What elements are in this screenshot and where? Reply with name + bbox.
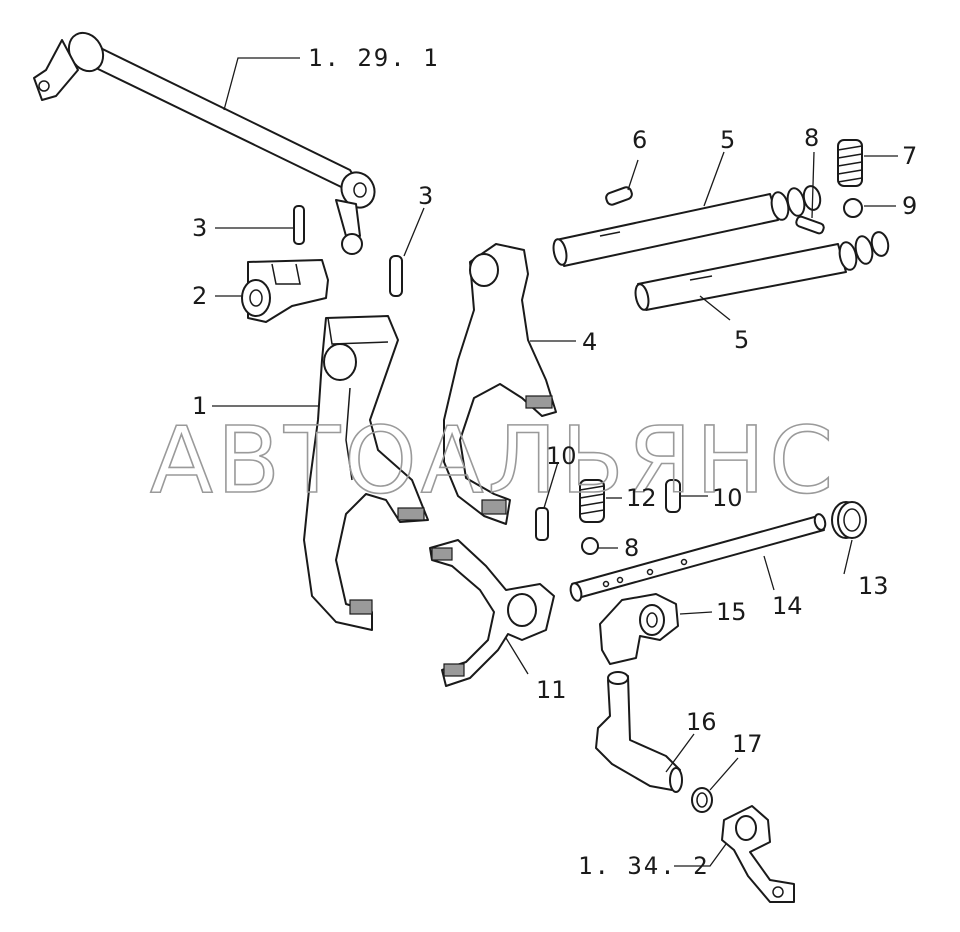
- callout-8b: 8: [624, 534, 639, 562]
- block-part-2: [241, 259, 329, 323]
- callout-3a: 3: [192, 214, 207, 242]
- callout-4: 4: [582, 328, 597, 356]
- watermark-text: АВТОАЛЬЯНС: [150, 407, 837, 514]
- callout-ref-bottom: 1. 34. 2: [578, 852, 710, 880]
- leader-lines: [212, 57, 898, 867]
- shaft-part-14: [569, 513, 827, 602]
- callout-ref-top: 1. 29. 1: [308, 44, 440, 72]
- callout-2: 2: [192, 282, 207, 310]
- selector-part-15: [599, 593, 679, 665]
- callout-10b: 10: [712, 484, 743, 512]
- pin-part-6: [605, 186, 633, 206]
- shift-rod-assembly: [33, 31, 376, 255]
- callout-17: 17: [732, 730, 763, 758]
- callout-3b: 3: [418, 182, 433, 210]
- callout-9: 9: [902, 192, 917, 220]
- callout-5b: 5: [734, 326, 749, 354]
- shift-fork-part-11: [429, 539, 555, 687]
- ball-part-8b: [581, 537, 599, 555]
- callout-7: 7: [902, 142, 917, 170]
- callout-labels: 1. 29. 1 3 3 2 1 4 6 5 8 7 9 5 10 12 10 …: [192, 44, 917, 880]
- spring-part-7: [837, 139, 863, 187]
- bent-shaft-part-16: [595, 671, 683, 793]
- lever-assembly: [721, 805, 795, 903]
- shift-fork-part-4: [443, 243, 557, 525]
- callout-16: 16: [686, 708, 717, 736]
- pin-part-3b: [389, 255, 403, 297]
- bushing-part-13: [831, 501, 867, 539]
- callout-6: 6: [632, 126, 647, 154]
- pin-part-10a: [535, 507, 549, 541]
- oring-part-17: [691, 787, 713, 813]
- callout-14: 14: [772, 592, 803, 620]
- pin-part-3a: [293, 205, 305, 245]
- ball-part-9: [843, 198, 863, 218]
- callout-5a: 5: [720, 126, 735, 154]
- shaft-part-5b: [634, 231, 890, 311]
- shaft-part-5a: [552, 185, 822, 267]
- callout-10a: 10: [546, 442, 577, 470]
- shift-fork-part-1: [303, 315, 429, 631]
- callout-12: 12: [626, 484, 657, 512]
- callout-13: 13: [858, 572, 889, 600]
- spring-part-12: [579, 479, 605, 523]
- callout-8a: 8: [804, 124, 819, 152]
- callout-11: 11: [536, 676, 567, 704]
- pin-part-8a: [795, 215, 825, 235]
- callout-1: 1: [192, 392, 207, 420]
- callout-15: 15: [716, 598, 747, 626]
